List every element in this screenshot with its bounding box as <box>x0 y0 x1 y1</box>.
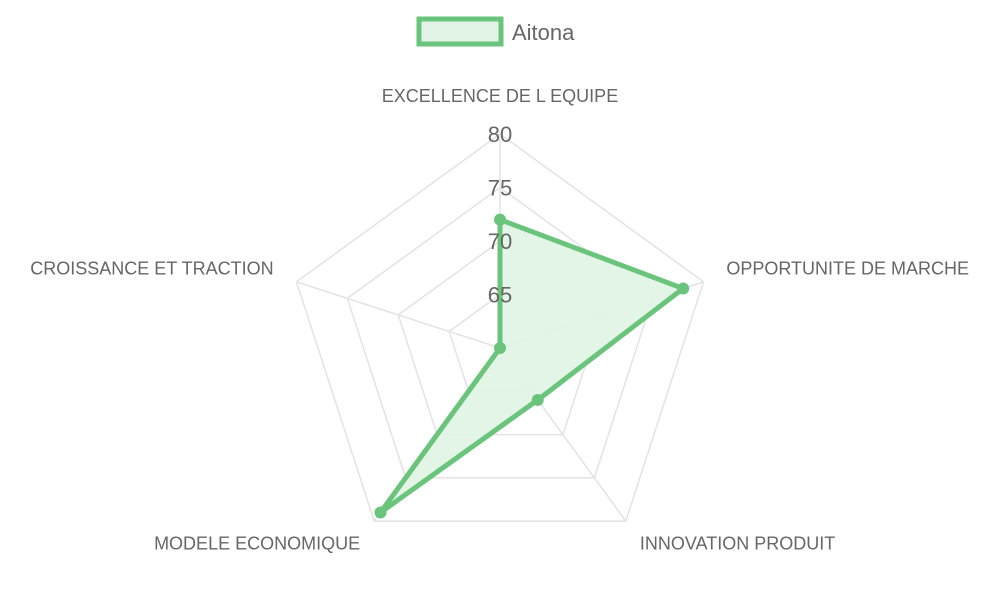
axis-label-2: INNOVATION PRODUIT <box>640 533 835 553</box>
legend[interactable]: Aitona <box>416 16 575 47</box>
data-point-1[interactable] <box>677 282 690 295</box>
legend-swatch-aitona[interactable] <box>416 16 504 47</box>
axis-label-0: EXCELLENCE DE L EQUIPE <box>382 86 618 106</box>
tick-label-0: 65 <box>488 283 512 308</box>
tick-label-2: 75 <box>488 176 512 201</box>
tick-label-1: 70 <box>488 229 512 254</box>
data-point-2[interactable] <box>531 393 544 406</box>
spoke-4 <box>296 281 501 349</box>
axis-label-3: MODELE ECONOMIQUE <box>154 533 360 553</box>
data-point-0[interactable] <box>494 213 506 226</box>
series-area-aitona <box>378 215 689 515</box>
radar-tick-labels: 65 70 75 80 <box>488 122 512 308</box>
data-point-4[interactable] <box>494 342 506 354</box>
axis-label-4: CROISSANCE ET TRACTION <box>30 258 273 278</box>
axis-label-1: OPPORTUNITE DE MARCHE <box>726 258 969 278</box>
tick-label-3: 80 <box>488 122 512 147</box>
radar-series <box>378 215 689 515</box>
legend-label-aitona[interactable]: Aitona <box>512 20 575 45</box>
radar-axis-labels: EXCELLENCE DE L EQUIPE OPPORTUNITE DE MAR… <box>30 86 969 553</box>
radar-points <box>374 213 690 519</box>
grid-ring-3 <box>295 133 705 522</box>
data-point-3[interactable] <box>374 506 387 519</box>
